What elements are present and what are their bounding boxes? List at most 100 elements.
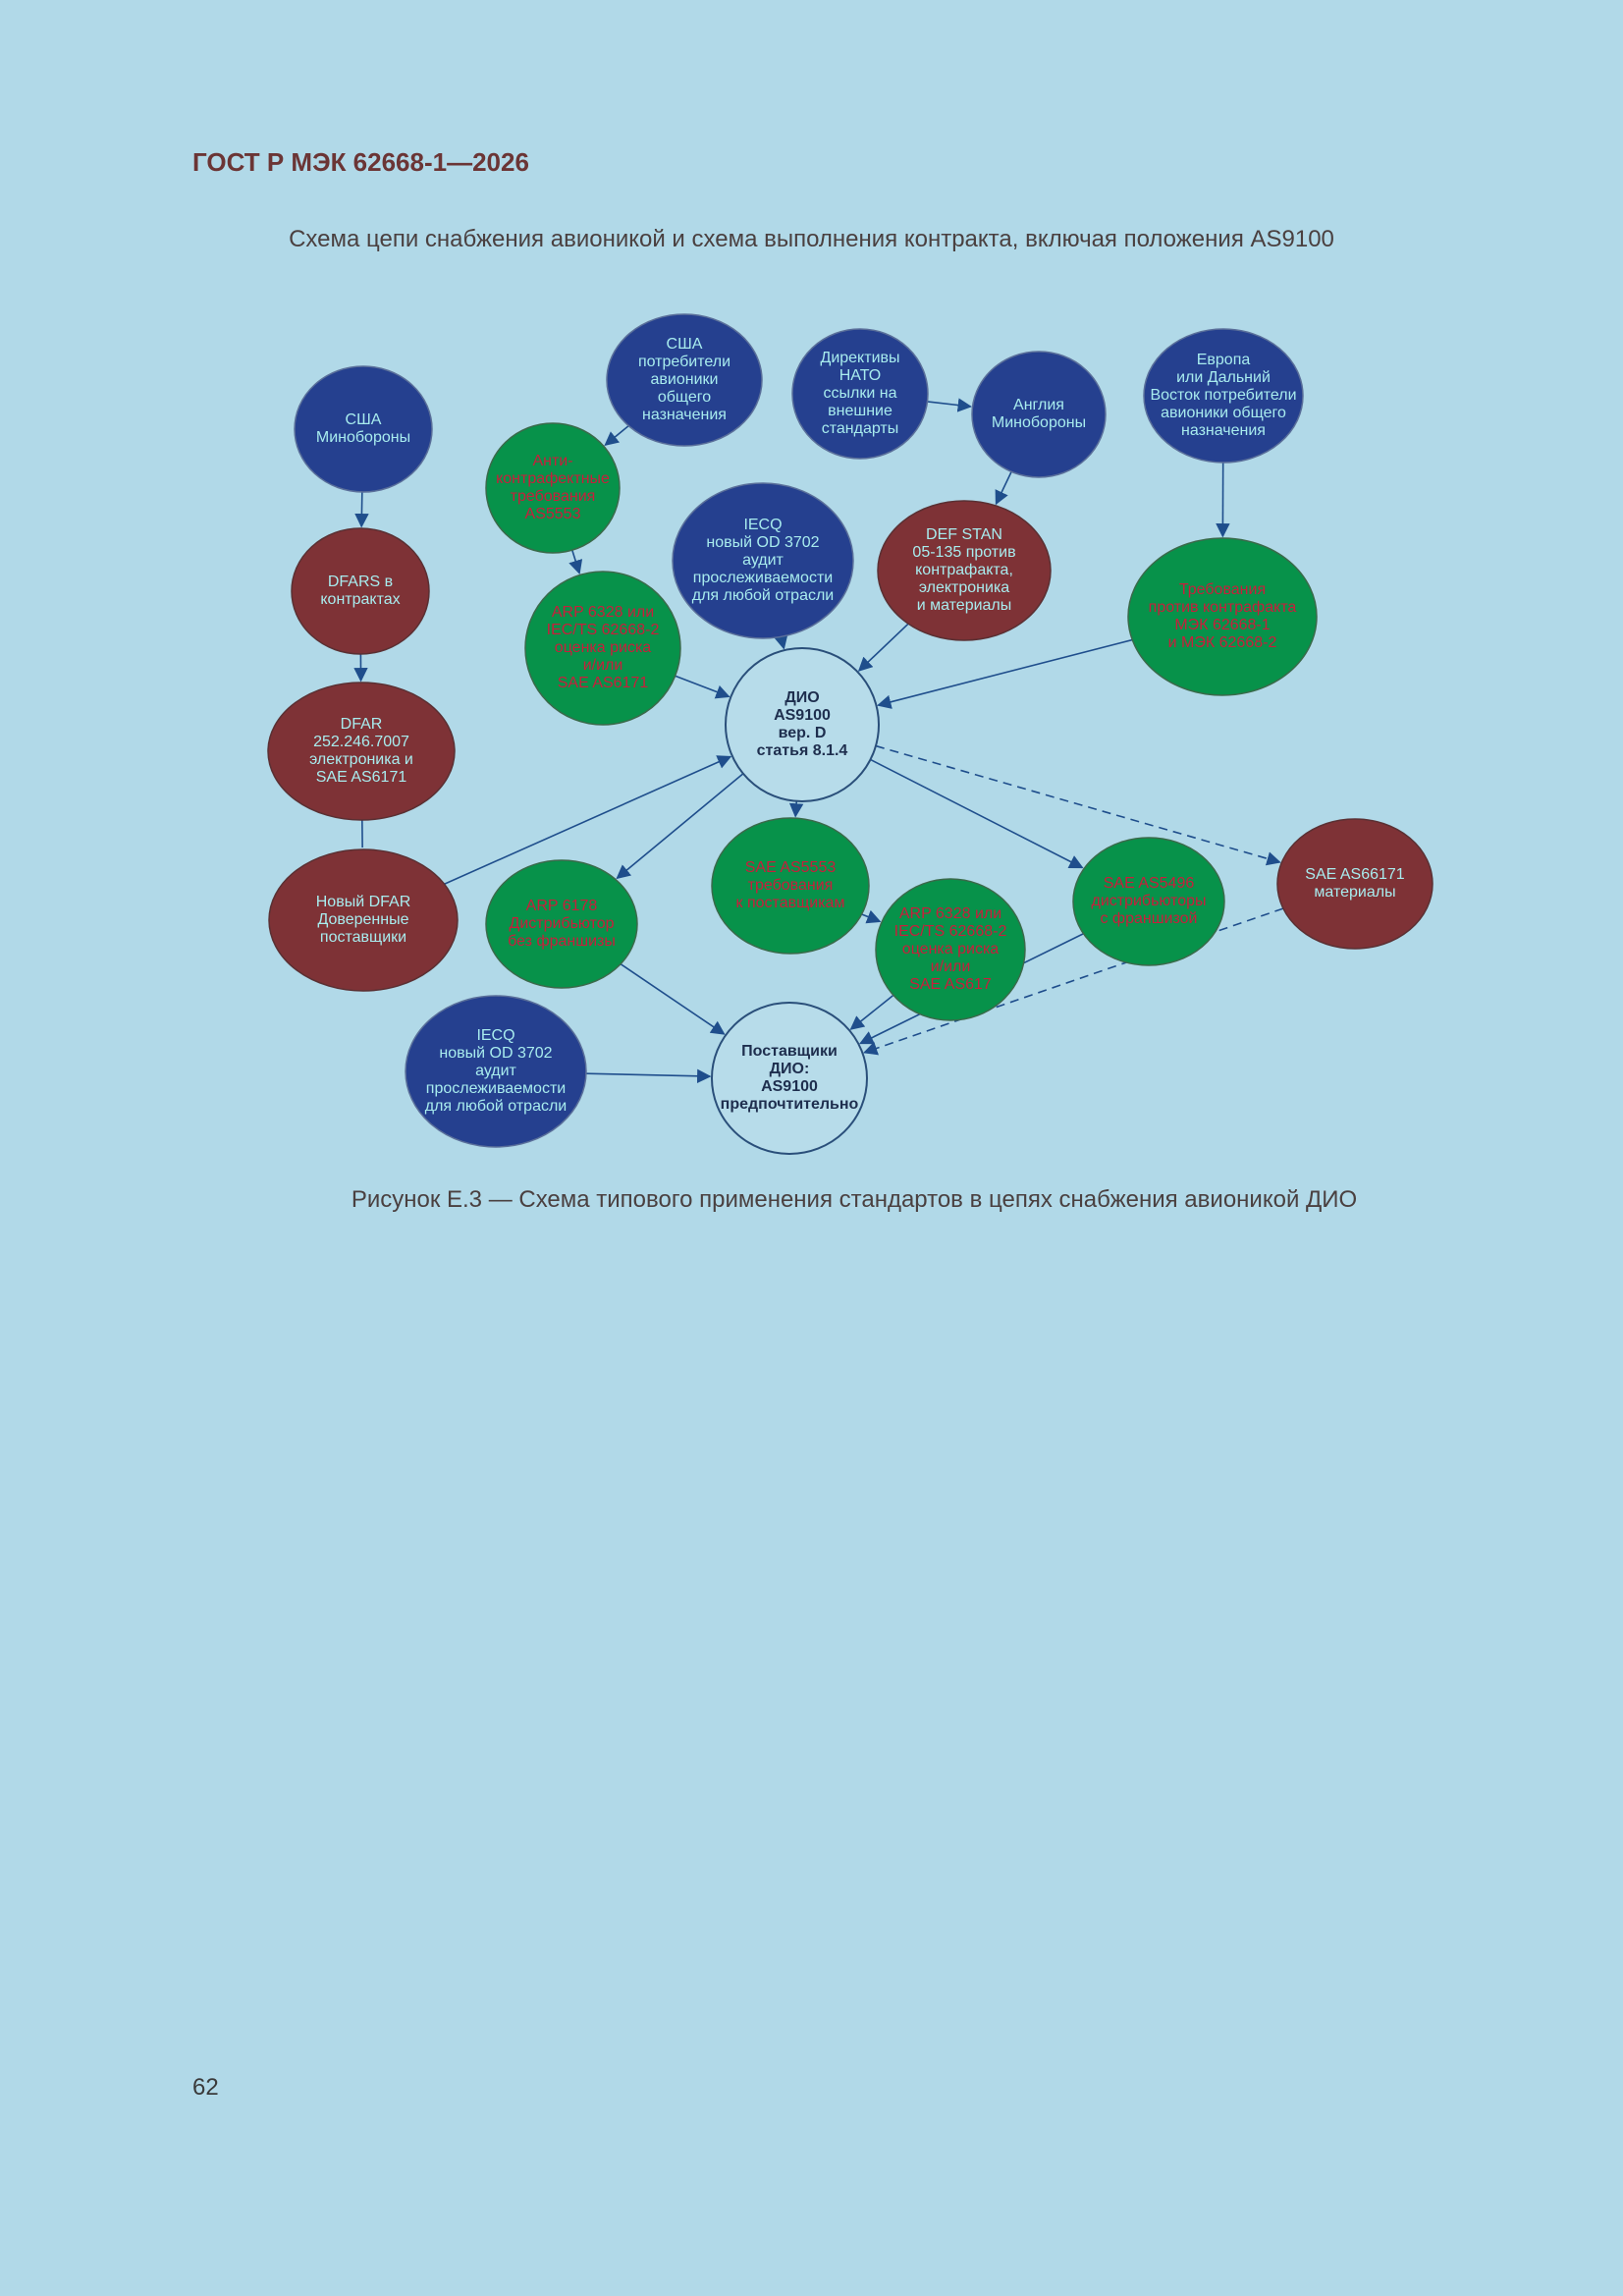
node-label: AS9100: [774, 707, 831, 724]
edge-iecq-top-to-dio: [774, 633, 788, 650]
edge-dio-to-as6171-mat: [875, 744, 1281, 866]
node-label: IEC/TS 62668-2: [547, 622, 660, 638]
node-label: внешние: [828, 403, 893, 419]
node-label: новый OD 3702: [439, 1045, 552, 1062]
node-label: назначения: [1181, 422, 1266, 439]
node-label: контрактах: [320, 591, 400, 608]
edge-dio-to-as5553-req: [788, 800, 804, 818]
node-shape: [405, 995, 587, 1148]
node-shape: [791, 328, 929, 460]
node-label: Восток потребители: [1150, 387, 1296, 404]
edge-us-dod-to-dfars: [354, 491, 369, 528]
edge-arp6328-bot-to-suppliers: [849, 994, 894, 1030]
node-label: материалы: [1314, 884, 1395, 901]
node-label: к поставщикам: [736, 895, 845, 911]
node-shape: [524, 571, 681, 726]
node-label: SAE AS6171: [316, 769, 407, 786]
node-shape: [294, 365, 433, 493]
node-label: электроника и: [309, 751, 413, 768]
node-label: ARP 6178: [526, 898, 598, 914]
node-label: оценка риска: [902, 941, 1000, 957]
node-label: статья 8.1.4: [757, 742, 848, 759]
node-label: НАТО: [839, 367, 881, 384]
edge-iecq-bot-to-suppliers: [585, 1068, 712, 1083]
edge-req-iec-to-dio: [877, 638, 1133, 709]
edge-uk-mod-to-def-stan: [995, 471, 1012, 506]
node-label: авионики: [651, 371, 719, 388]
node-label: Англия: [1013, 397, 1064, 413]
node-shape: [485, 859, 638, 989]
node-label: предпочтительно: [721, 1096, 859, 1113]
node-shape: [971, 351, 1107, 478]
node-label: SAE AS5553: [745, 859, 837, 876]
node-label: DFARS в: [328, 574, 393, 590]
node-label: потребители: [638, 354, 730, 370]
node-label: аудит: [742, 552, 784, 569]
node-label: контрафакта,: [915, 562, 1013, 578]
node-label: AS5553: [525, 506, 581, 522]
node-label: ДИО: [784, 689, 819, 706]
node-label: Поставщики: [741, 1043, 838, 1060]
node-label: против контрафакта: [1149, 599, 1297, 616]
node-label: или Дальний: [1176, 369, 1271, 386]
node-shape: [1072, 837, 1225, 966]
edge-def-stan-to-dio: [857, 623, 909, 672]
node-shape: [268, 848, 459, 992]
node-label: электроника: [919, 579, 1009, 596]
node-label: и МЭК 62668-2: [1168, 634, 1277, 651]
node-shape: [1143, 328, 1304, 464]
edge-as5553-req-to-arp6328-bot: [861, 909, 882, 924]
node-label: Доверенные: [318, 911, 409, 928]
node-label: для любой отрасли: [692, 587, 835, 604]
node-label: AS9100: [761, 1078, 818, 1095]
node-label: IECQ: [476, 1027, 514, 1044]
node-label: Дистрибьютор: [509, 915, 614, 932]
node-shape: [711, 1002, 868, 1155]
node-shape: [291, 527, 430, 655]
node-shape: [711, 817, 870, 955]
node-label: прослеживаемости: [693, 570, 833, 586]
node-label: Директивы: [820, 350, 899, 366]
node-label: Минобороны: [316, 429, 410, 446]
page-number: 62: [192, 2074, 219, 2101]
node-label: IECQ: [743, 517, 782, 533]
node-label: без франшизы: [508, 933, 616, 950]
node-label: аудит: [475, 1063, 516, 1079]
node-label: стандарты: [822, 420, 899, 437]
node-label: Новый DFAR: [316, 894, 411, 910]
node-label: МЭК 62668-1: [1174, 617, 1270, 633]
node-shape: [267, 682, 456, 821]
node-label: дистрибьюторы: [1091, 893, 1206, 909]
diagram-title: Схема цепи снабжения авионикой и схема в…: [289, 226, 1334, 252]
node-shape: [672, 482, 854, 639]
node-label: ссылки на: [824, 385, 897, 402]
node-label: общего: [658, 389, 711, 406]
node-label: США: [346, 411, 382, 428]
edge-anti-cf-to-arp6328-top: [568, 549, 583, 574]
node-label: SAE AS6171: [558, 675, 649, 691]
node-label: 05-135 против: [912, 544, 1015, 561]
node-label: Минобороны: [992, 414, 1086, 431]
node-label: ДИО:: [770, 1061, 810, 1077]
edge-arp6328-top-to-dio: [675, 675, 730, 699]
edge-arp6178-to-suppliers: [620, 962, 726, 1035]
node-label: назначения: [642, 407, 727, 423]
edge-nato-to-uk-mod: [927, 398, 972, 412]
node-label: SAE AS5496: [1104, 875, 1195, 892]
